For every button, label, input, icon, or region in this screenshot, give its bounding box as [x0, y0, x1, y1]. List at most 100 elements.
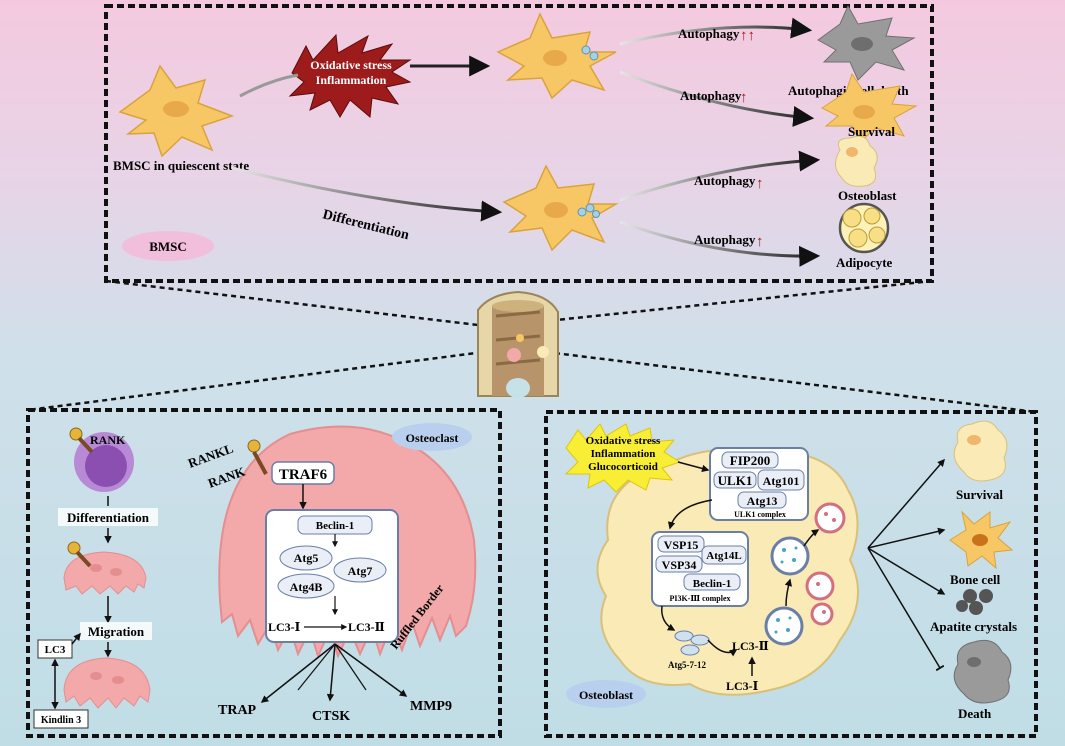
stress-line-2: Inflammation — [316, 73, 387, 87]
bmsc-differentiating-cell — [502, 164, 619, 252]
arrow-to-survival — [619, 70, 815, 127]
preosteoclast-cell — [63, 551, 147, 595]
arrow-stress-to-ulk1 — [677, 461, 710, 473]
rankl-ligand-icon — [247, 439, 268, 475]
osteoblast-badge-label: Osteoblast — [579, 688, 633, 702]
vsp15-label: VSP15 — [664, 538, 699, 552]
arrow-to-mmp9 — [334, 643, 408, 697]
ob-survival-cell-icon — [953, 420, 1008, 482]
ulk1-box — [713, 471, 757, 489]
migration-box — [80, 622, 152, 640]
arrow-ulk1-to-pi3k — [667, 499, 713, 530]
autophagy-label-death: Autophagy — [678, 26, 740, 41]
bone-cross-section — [477, 290, 559, 397]
ob-stress-line-1: Oxidative stress — [586, 435, 661, 447]
osteoblast-panel-frame — [544, 410, 1038, 738]
atg13-label: Atg13 — [747, 494, 778, 508]
osteoclast-panel-frame — [26, 408, 502, 738]
rankl-label: RANKL — [186, 441, 236, 471]
ob-beclin-label: Beclin-1 — [693, 578, 732, 590]
arrow-atg-to-lc3 — [707, 639, 738, 657]
phagophore-icon — [764, 606, 804, 646]
arrow-to-trap — [260, 643, 336, 703]
fip200-box — [721, 451, 779, 469]
apatite-crystals-icon — [956, 589, 993, 615]
upregulation-arrow: ↑ — [740, 90, 748, 106]
arrow-to-ob-death — [867, 547, 945, 672]
atg101-label: Atg101 — [763, 474, 800, 488]
arrow-to-autophagosome — [784, 578, 792, 607]
stress-line-1: Oxidative stress — [310, 58, 392, 72]
autolysosome-icon — [814, 502, 846, 534]
zoom-line — [545, 350, 1037, 414]
autophagy-label-adipocyte: Autophagy — [694, 232, 756, 247]
ob-beclin-box — [683, 573, 741, 591]
upregulation-arrow: ↑ — [756, 176, 764, 192]
zoom-line — [555, 279, 933, 322]
ob-lc3-2-label: LC3-Ⅱ — [732, 639, 769, 653]
arrow-to-bone-cell — [867, 527, 946, 549]
arrow-to-osteoblast — [619, 150, 821, 202]
ob-death-label: Death — [958, 706, 992, 721]
arrow-side — [297, 643, 336, 691]
upregulation-arrow: ↑ — [756, 234, 764, 250]
differentiation-label: Differentiation — [67, 510, 150, 525]
dead-osteoblast-icon — [953, 639, 1012, 704]
arrow-to-autolysosome — [803, 529, 820, 547]
atg4b-oval — [277, 573, 335, 599]
pi3k-complex-label: PI3K-Ⅲ complex — [669, 594, 730, 603]
arrow-to-stress — [239, 73, 299, 98]
arrow-side — [334, 643, 367, 691]
arrow-to-ob-survival — [867, 458, 945, 549]
survival-cell-icon — [821, 72, 918, 143]
osteoblast-cell-icon — [835, 135, 878, 187]
autophagy-label-osteoblast: Autophagy — [694, 173, 756, 188]
adipocyte-cell-icon — [838, 202, 890, 254]
arrow-to-apatite — [867, 547, 946, 595]
lysosome-fusion-icon — [805, 571, 835, 626]
lc3-2-label: LC3-Ⅱ — [348, 620, 385, 634]
vsp15-box — [657, 535, 705, 553]
stress-starburst-yellow: Oxidative stress Inflammation Glucocorti… — [564, 423, 682, 493]
lc3-box — [37, 639, 73, 659]
bmsc-panel-frame — [104, 4, 934, 283]
atg14l-box — [701, 545, 747, 565]
fip200-label: FIP200 — [730, 453, 770, 468]
zoom-line — [105, 279, 479, 327]
outcome-adipocyte-label: Adipocyte — [836, 255, 893, 270]
lc3-label: LC3 — [45, 644, 66, 656]
outcome-osteoblast-label: Osteoblast — [838, 188, 897, 203]
bone-cell-label: Bone cell — [950, 572, 1001, 587]
autophagy-pathway-box — [265, 509, 399, 643]
bone-hollow — [506, 378, 530, 398]
atg5-7-12-icon — [674, 630, 710, 656]
bmsc-badge-label: BMSC — [149, 239, 187, 254]
bmsc-stressed-cell — [496, 12, 617, 100]
atg5-oval — [279, 545, 333, 571]
arrow-to-differentiation — [231, 166, 503, 222]
osteoclast-badge-label: Osteoclast — [406, 431, 459, 445]
rank-label: RANK — [90, 433, 126, 447]
arrow-to-ctsk — [326, 643, 336, 702]
arrow-to-adipocyte — [619, 220, 821, 267]
osteoblast-badge — [566, 680, 646, 708]
dead-cell-icon — [817, 4, 916, 81]
autophagosome-icon — [770, 536, 810, 576]
ulk1-label: ULK1 — [718, 473, 753, 488]
atg7-oval — [333, 557, 387, 583]
arrow-to-death — [619, 17, 813, 46]
atg5-7-12-label: Atg5-7-12 — [668, 660, 706, 670]
vsp34-box — [655, 555, 703, 573]
bmsc-start-label: BMSC in quiescent state — [113, 158, 249, 173]
atg5-label: Atg5 — [294, 551, 319, 565]
bone-cell-icon — [949, 510, 1014, 570]
arrow-lc3-to-migration — [71, 632, 81, 645]
vsp34-label: VSP34 — [662, 558, 697, 572]
ob-stress-line-3: Glucocorticoid — [588, 461, 658, 473]
bmsc-badge — [122, 231, 214, 261]
atg4b-label: Atg4B — [290, 580, 323, 594]
migration-label: Migration — [88, 624, 145, 639]
bmsc-quiescent-cell — [118, 64, 235, 158]
stress-starburst: Oxidative stress Inflammation — [288, 33, 412, 118]
traf6-label: TRAF6 — [279, 467, 328, 483]
